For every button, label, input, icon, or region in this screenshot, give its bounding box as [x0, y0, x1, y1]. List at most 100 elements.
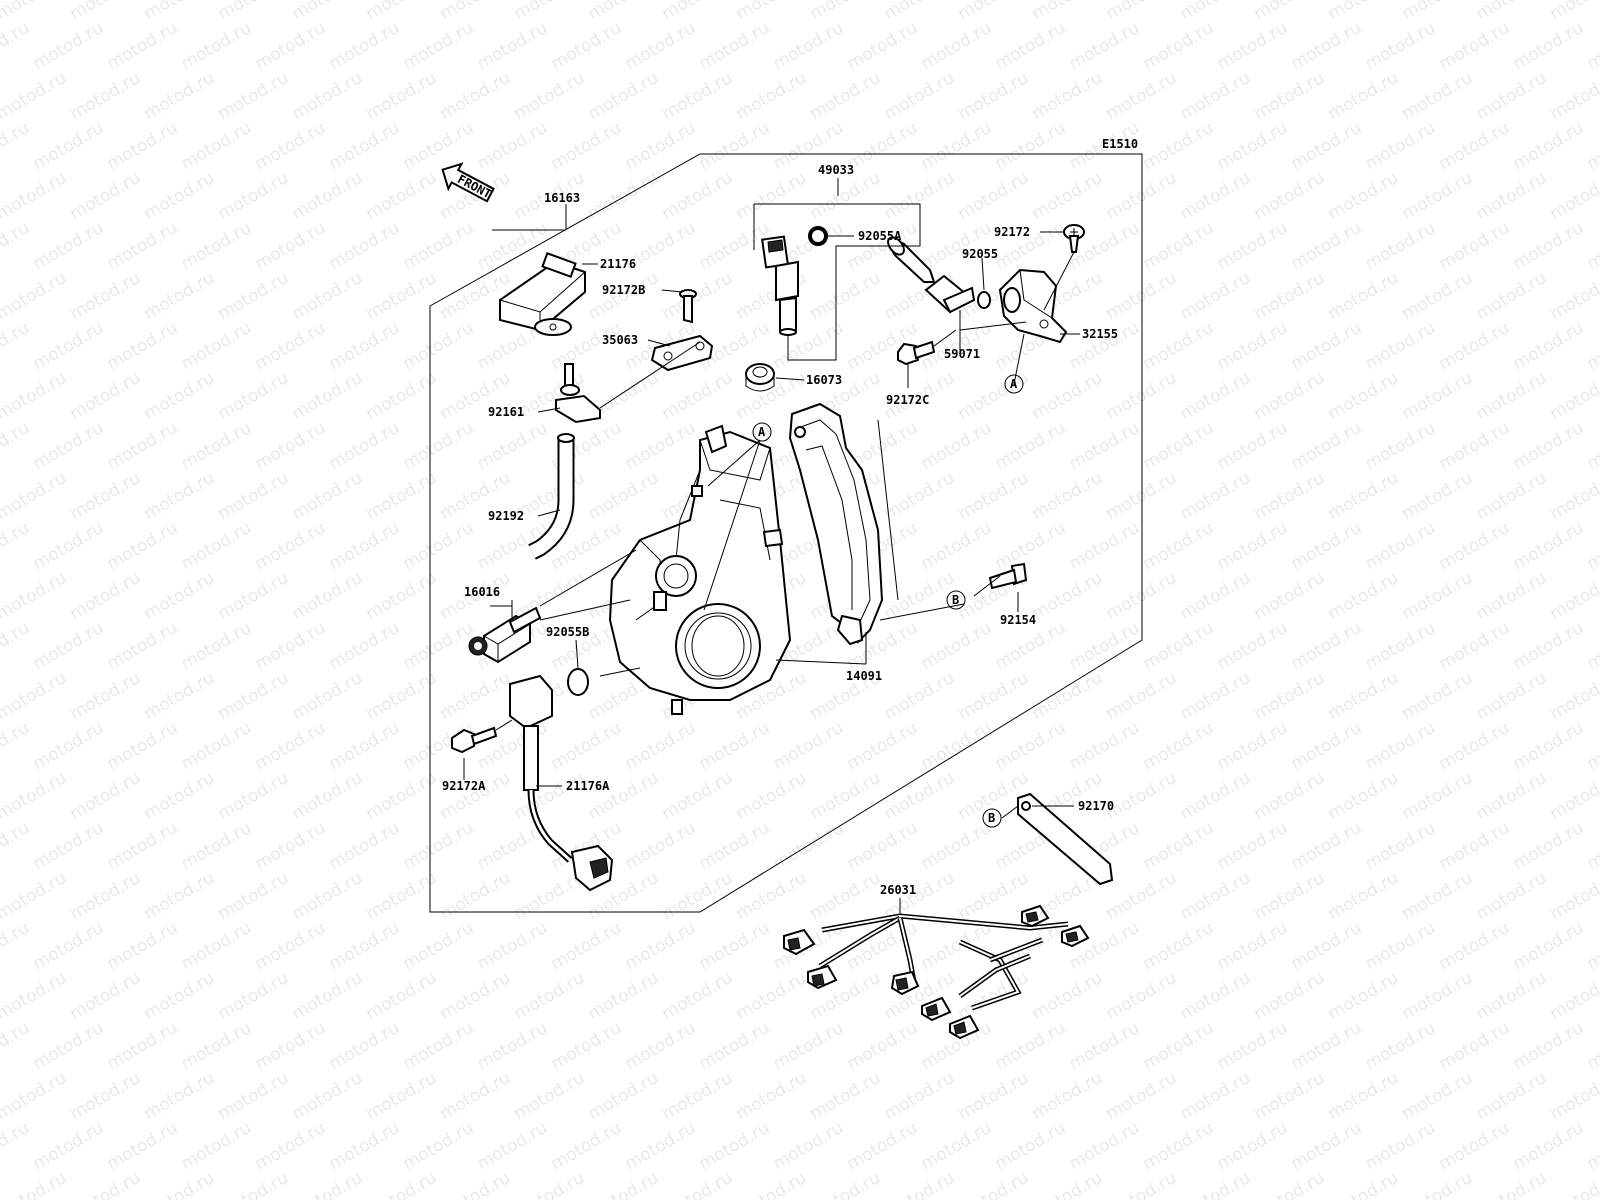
watermark-text: motod.ru — [548, 118, 626, 174]
watermark-text: motod.ru — [622, 818, 700, 874]
watermark-text: motod.ru — [1584, 918, 1600, 974]
label-16073: 16073 — [806, 373, 842, 387]
watermark-text: motod.ru — [1029, 668, 1107, 724]
watermark-text: motod.ru — [1140, 518, 1218, 574]
watermark-text: motod.ru — [215, 668, 293, 724]
watermark-text: motod.ru — [178, 418, 256, 474]
watermark-text: motod.ru — [30, 1018, 108, 1074]
watermark-text: motod.ru — [511, 68, 589, 124]
watermark-text: motod.ru — [1288, 718, 1366, 774]
watermark-text: motod.ru — [215, 1168, 293, 1200]
watermark-text: motod.ru — [1584, 718, 1600, 774]
watermark-text: motod.ru — [1288, 618, 1366, 674]
watermark-text: motod.ru — [1473, 368, 1551, 424]
watermark-text: motod.ru — [178, 18, 256, 74]
watermark-text: motod.ru — [1547, 268, 1600, 324]
watermark-text: motod.ru — [881, 968, 959, 1024]
watermark-text: motod.ru — [0, 1118, 33, 1174]
watermark-text: motod.ru — [289, 1168, 367, 1200]
watermark-text: motod.ru — [1288, 918, 1366, 974]
watermark-text: motod.ru — [1399, 568, 1477, 624]
watermark-text: motod.ru — [252, 318, 330, 374]
watermark-text: motod.ru — [770, 18, 848, 74]
watermark-text: motod.ru — [289, 668, 367, 724]
watermark-text: motod.ru — [289, 568, 367, 624]
watermark-text: motod.ru — [1103, 768, 1181, 824]
watermark-text: motod.ru — [1288, 1118, 1366, 1174]
watermark-text: motod.ru — [659, 1068, 737, 1124]
watermark-text: motod.ru — [252, 418, 330, 474]
watermark-text: motod.ru — [1510, 1018, 1588, 1074]
watermark-text: motod.ru — [104, 818, 182, 874]
watermark-text: motod.ru — [1436, 518, 1514, 574]
watermark-text: motod.ru — [1214, 1018, 1292, 1074]
watermark-text: motod.ru — [289, 768, 367, 824]
watermark-text: motod.ru — [1325, 0, 1403, 24]
watermark-text: motod.ru — [1140, 918, 1218, 974]
watermark-text: motod.ru — [1251, 568, 1329, 624]
leader-lines — [463, 178, 1080, 914]
watermark-text: motod.ru — [1214, 318, 1292, 374]
watermark-text: motod.ru — [1177, 68, 1255, 124]
watermark-text: motod.ru — [0, 1068, 70, 1124]
watermark-text: motod.ru — [215, 968, 293, 1024]
watermark-text: motod.ru — [1251, 768, 1329, 824]
watermark-text: motod.ru — [67, 768, 145, 824]
watermark-text: motod.ru — [1399, 668, 1477, 724]
watermark-text: motod.ru — [1066, 418, 1144, 474]
watermark-text: motod.ru — [1473, 968, 1551, 1024]
watermark-text: motod.ru — [1399, 868, 1477, 924]
watermark-text: motod.ru — [1362, 318, 1440, 374]
watermark-text: motod.ru — [363, 868, 441, 924]
watermark-text: motod.ru — [807, 1068, 885, 1124]
watermark-text: motod.ru — [1436, 1118, 1514, 1174]
watermark-text: motod.ru — [918, 718, 996, 774]
watermark-text: motod.ru — [252, 1118, 330, 1174]
watermark-text: motod.ru — [659, 968, 737, 1024]
watermark-text: motod.ru — [844, 818, 922, 874]
watermark-text: motod.ru — [955, 1168, 1033, 1200]
watermark-text: motod.ru — [474, 1118, 552, 1174]
watermark-text: motod.ru — [1140, 318, 1218, 374]
watermark-text: motod.ru — [1177, 0, 1255, 24]
watermark-text: motod.ru — [1288, 118, 1366, 174]
watermark-text: motod.ru — [141, 268, 219, 324]
watermark-text: motod.ru — [511, 768, 589, 824]
watermark-text: motod.ru — [0, 318, 33, 374]
watermark-text: motod.ru — [659, 768, 737, 824]
watermark-text: motod.ru — [1547, 168, 1600, 224]
watermark-text: motod.ru — [1510, 618, 1588, 674]
watermark-text: motod.ru — [1177, 1168, 1255, 1200]
watermark-text: motod.ru — [0, 218, 33, 274]
callout-b-body: B — [946, 590, 966, 610]
watermark-text: motod.ru — [1103, 1068, 1181, 1124]
watermark-text: motod.ru — [659, 368, 737, 424]
watermark-text: motod.ru — [1436, 118, 1514, 174]
label-92055b: 92055B — [546, 625, 589, 639]
watermark-text: motod.ru — [178, 918, 256, 974]
watermark-text: motod.ru — [881, 0, 959, 24]
watermark-text: motod.ru — [1510, 318, 1588, 374]
watermark-text: motod.ru — [141, 568, 219, 624]
diagram-code: E1510 — [1102, 137, 1138, 151]
watermark-text: motod.ru — [104, 518, 182, 574]
watermark-text: motod.ru — [0, 1018, 33, 1074]
watermark-text: motod.ru — [733, 0, 811, 24]
watermark-text: motod.ru — [0, 968, 70, 1024]
watermark-text: motod.ru — [918, 118, 996, 174]
watermark-text: motod.ru — [1584, 118, 1600, 174]
watermark-text: motod.ru — [0, 118, 33, 174]
watermark-text: motod.ru — [1325, 668, 1403, 724]
watermark-text: motod.ru — [104, 1118, 182, 1174]
watermark-text: motod.ru — [104, 718, 182, 774]
watermark-text: motod.ru — [400, 1118, 478, 1174]
watermark-text: motod.ru — [733, 1168, 811, 1200]
watermark-text: motod.ru — [0, 0, 70, 24]
watermark-text: motod.ru — [1214, 118, 1292, 174]
watermark-text: motod.ru — [696, 118, 774, 174]
watermark-text: motod.ru — [955, 868, 1033, 924]
watermark-text: motod.ru — [1473, 1068, 1551, 1124]
watermark-text: motod.ru — [1177, 268, 1255, 324]
watermark-text: motod.ru — [215, 268, 293, 324]
watermark-text: motod.ru — [326, 418, 404, 474]
